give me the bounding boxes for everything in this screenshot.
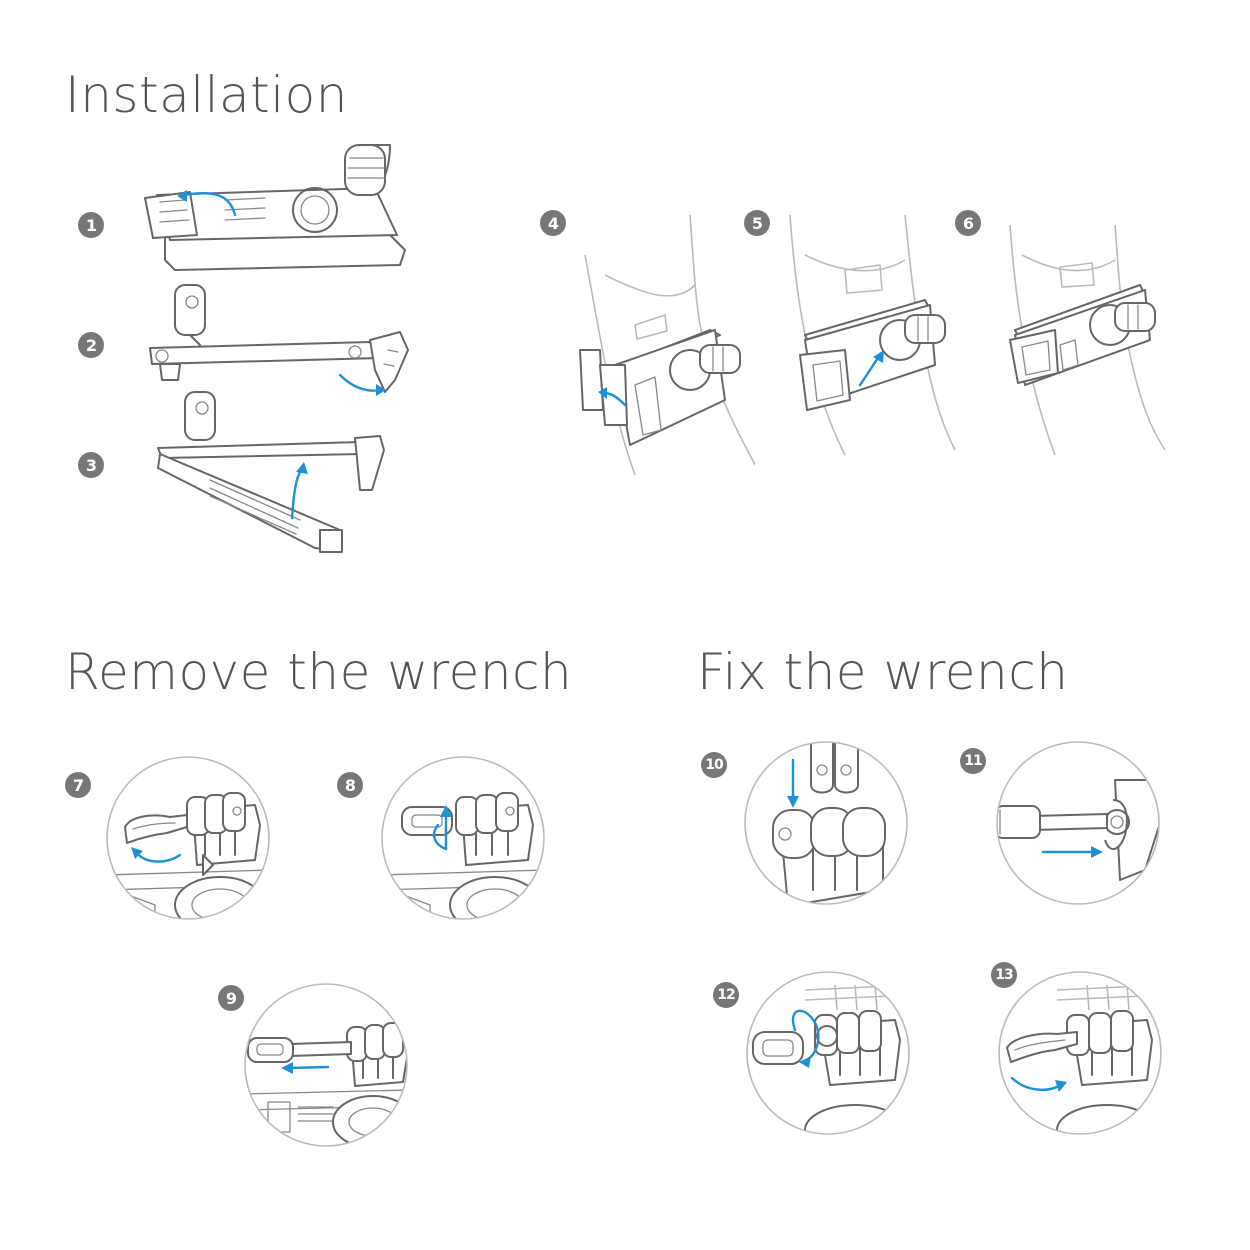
step-badge: 9	[218, 985, 244, 1011]
step-badge: 13	[991, 962, 1017, 988]
wrench-fold-in-illustration	[997, 970, 1163, 1136]
mount-side-illustration	[140, 280, 420, 405]
wrench-rotate-out-illustration	[105, 755, 271, 921]
wrench-lift-illustration	[380, 755, 546, 921]
heading-fix-wrench: Fix the wrench	[697, 643, 1069, 701]
step-badge: 4	[540, 210, 566, 236]
strap-fastened-illustration	[1000, 225, 1170, 460]
step-badge: 10	[701, 752, 727, 778]
step-badge: 2	[78, 332, 104, 358]
wrench-push-in-illustration	[995, 740, 1161, 906]
step-badge: 6	[955, 210, 981, 236]
step-badge: 8	[337, 772, 363, 798]
step-badge: 1	[78, 212, 104, 238]
wrench-rotate-lock-illustration	[745, 970, 911, 1136]
step-badge: 3	[78, 452, 104, 478]
step-badge: 7	[65, 772, 91, 798]
heading-remove-wrench: Remove the wrench	[65, 643, 573, 701]
step-badge: 12	[713, 982, 739, 1008]
step-badge: 5	[744, 210, 770, 236]
mount-hinge-illustration	[150, 390, 400, 565]
step-badge: 11	[960, 748, 986, 774]
strap-on-arm-illustration	[565, 215, 755, 480]
wrench-pull-out-illustration	[243, 982, 409, 1148]
wrench-insert-down-illustration	[743, 740, 909, 906]
strap-buckle-illustration	[785, 215, 960, 460]
mount-open-illustration	[135, 140, 425, 280]
heading-installation: Installation	[65, 66, 348, 124]
